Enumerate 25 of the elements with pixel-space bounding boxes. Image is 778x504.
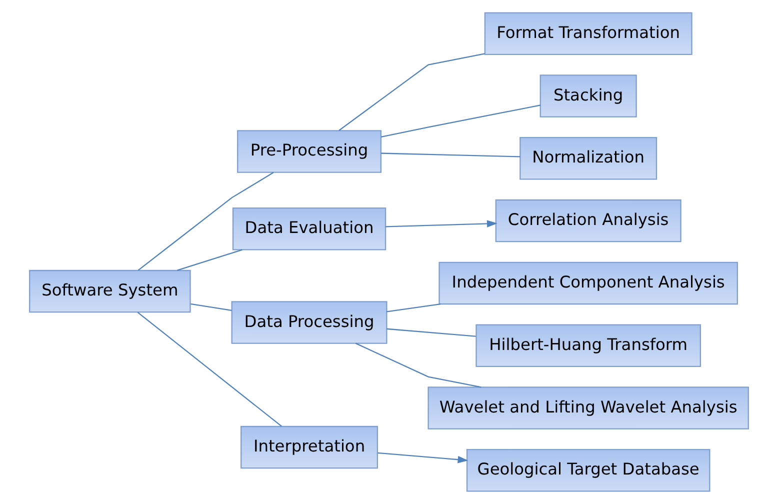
arrow bbox=[378, 452, 468, 464]
node-box: Pre-Processing bbox=[237, 130, 382, 173]
node-box: Wavelet and Lifting Wavelet Analysis bbox=[428, 386, 749, 430]
connector bbox=[177, 249, 242, 271]
connector bbox=[380, 104, 540, 138]
node-box: Software System bbox=[29, 270, 191, 313]
connector bbox=[190, 303, 232, 311]
connector bbox=[386, 303, 441, 312]
node-box: Stacking bbox=[540, 74, 637, 118]
node-box: Hilbert-Huang Transform bbox=[476, 324, 701, 367]
node-box: Normalization bbox=[520, 137, 658, 180]
node-box: Format Transformation bbox=[484, 12, 692, 55]
connector bbox=[386, 328, 476, 337]
node-box: Geological Target Database bbox=[466, 449, 710, 492]
node-box: Correlation Analysis bbox=[495, 199, 682, 242]
node-box: Interpretation bbox=[240, 426, 378, 469]
connector bbox=[138, 172, 274, 271]
connector bbox=[380, 152, 520, 158]
arrow bbox=[386, 220, 498, 228]
connector bbox=[338, 53, 485, 131]
node-box: Independent Component Analysis bbox=[438, 262, 738, 305]
node-box: Data Processing bbox=[231, 301, 388, 344]
connector bbox=[355, 342, 482, 388]
connector bbox=[137, 312, 282, 427]
node-box: Data Evaluation bbox=[232, 208, 386, 250]
